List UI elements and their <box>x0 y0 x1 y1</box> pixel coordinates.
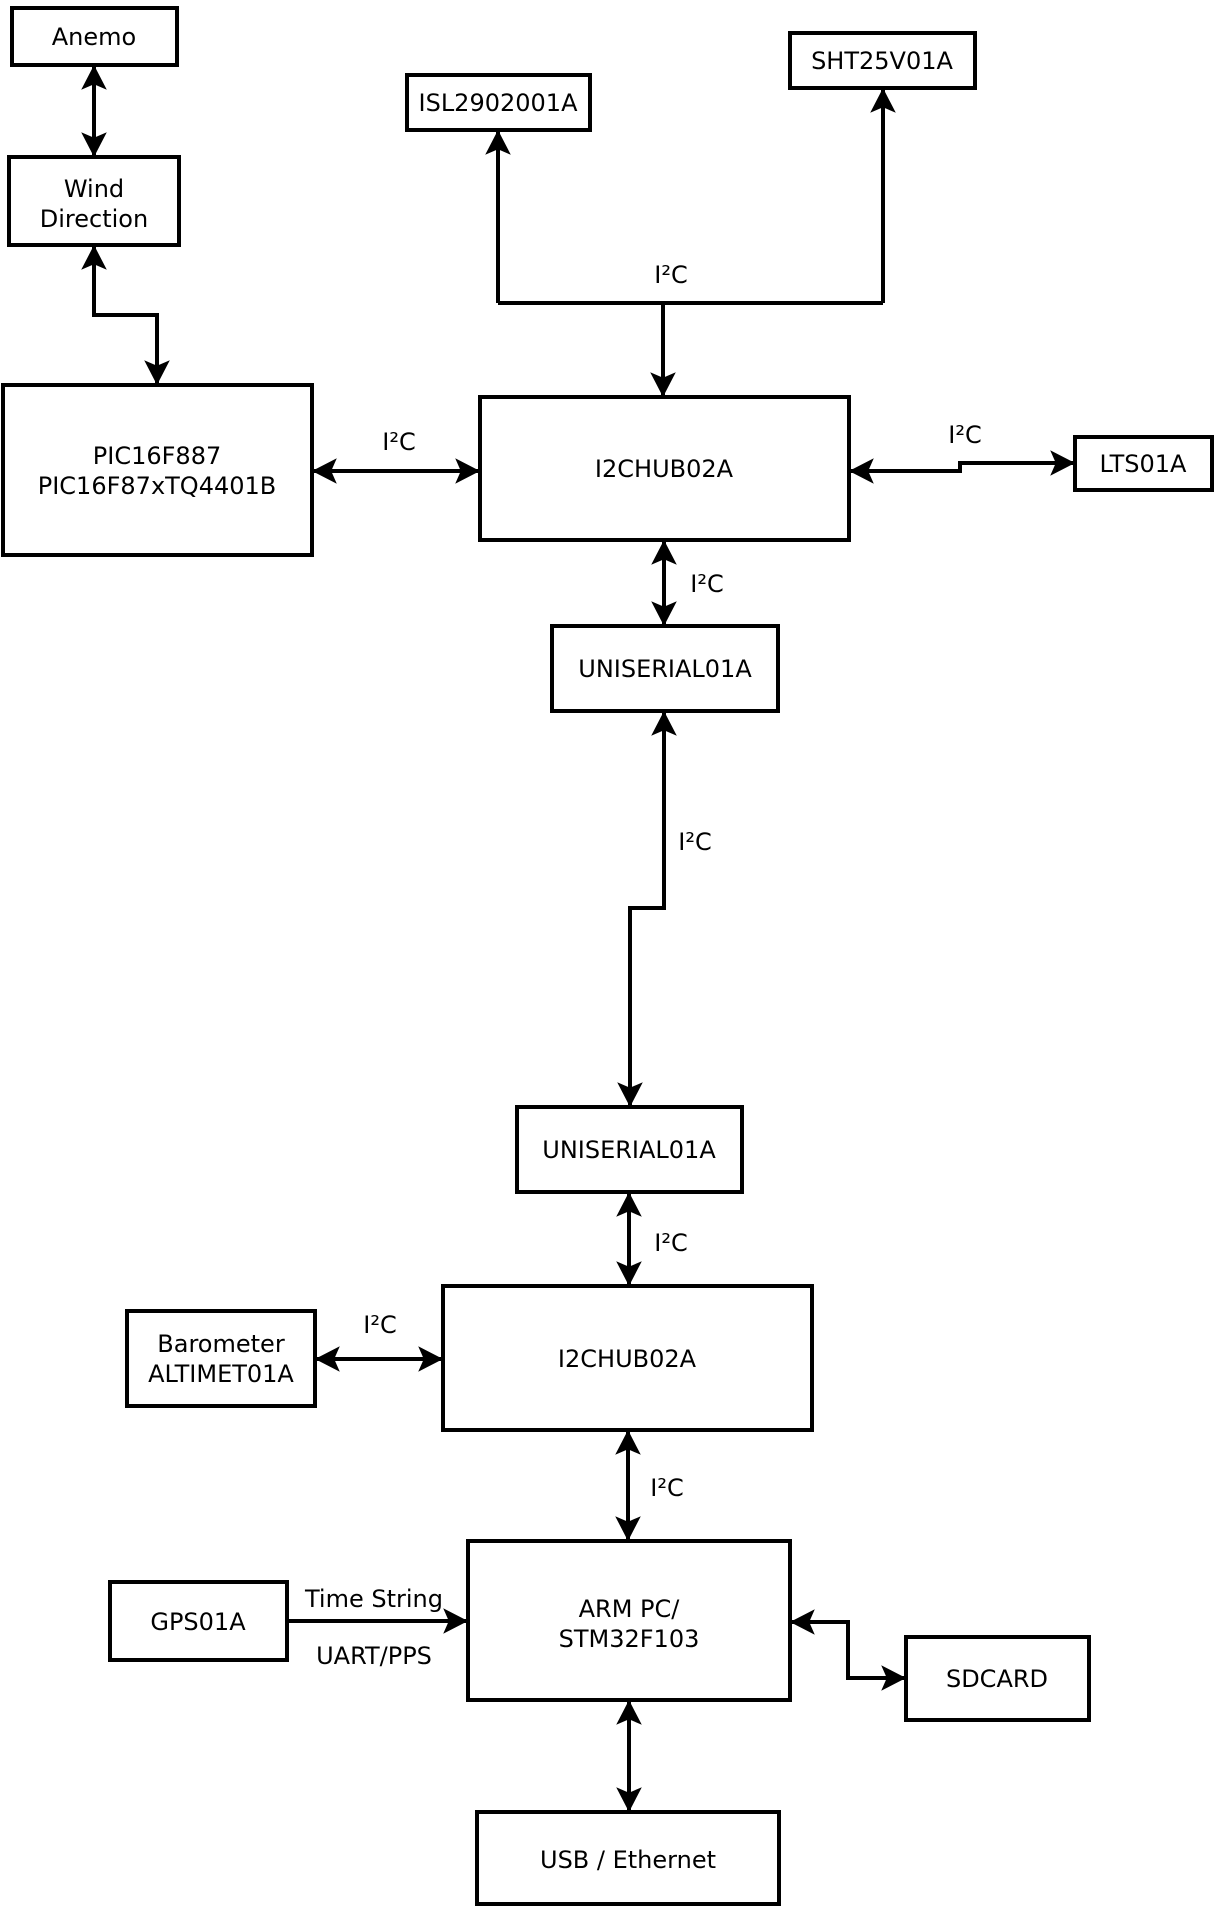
node-wind-direction-label-line1: Wind <box>64 175 124 203</box>
node-sdcard-label: SDCARD <box>946 1665 1048 1693</box>
node-usb-ethernet-box <box>475 1810 781 1906</box>
label-pic-hub-i2c: I²C <box>382 428 415 456</box>
label-barometer-hub2-i2c: I²C <box>363 1311 396 1339</box>
label-hub-lts-i2c: I²C <box>948 421 981 449</box>
node-anemo-label: Anemo <box>52 23 136 51</box>
label-uniserial-hub2-i2c: I²C <box>654 1229 687 1257</box>
edge-arm-sdcard <box>790 1609 906 1691</box>
node-i2chub02a-bottom: I2CHUB02A <box>441 1284 814 1432</box>
node-gps01a: GPS01A <box>108 1580 289 1662</box>
node-uniserial01a-top-box <box>550 624 780 713</box>
node-pic16f887: PIC16F887 PIC16F87xTQ4401B <box>1 383 314 557</box>
node-uniserial01a-bottom-box <box>515 1105 744 1194</box>
node-pic16f887-label-line2: PIC16F87xTQ4401B <box>38 472 277 500</box>
node-pic16f887-label-line1: PIC16F887 <box>93 442 221 470</box>
node-wind-direction: Wind Direction <box>7 155 181 247</box>
node-arm-pc-label-line1: ARM PC/ <box>579 1595 681 1623</box>
node-uniserial01a-bottom-label: UNISERIAL01A <box>542 1136 716 1164</box>
label-top-bus-i2c: I²C <box>654 261 687 289</box>
node-sdcard-box <box>904 1635 1091 1722</box>
node-i2chub02a-bottom-label: I2CHUB02A <box>558 1345 697 1373</box>
node-gps01a-label: GPS01A <box>150 1608 246 1636</box>
node-isl2902001a-label: ISL2902001A <box>419 89 579 117</box>
node-anemo: Anemo <box>10 6 179 67</box>
label-gps-uart-pps: UART/PPS <box>316 1642 432 1670</box>
label-hub2-arm-i2c: I²C <box>650 1474 683 1502</box>
node-barometer-altimet01a: Barometer ALTIMET01A <box>125 1309 317 1408</box>
node-uniserial01a-bottom: UNISERIAL01A <box>515 1105 744 1194</box>
node-gps01a-box <box>108 1580 289 1662</box>
edge-uniserial-top-uniserial-bottom <box>617 711 677 1107</box>
node-isl2902001a-box <box>405 73 592 132</box>
node-uniserial01a-top-label: UNISERIAL01A <box>578 655 752 683</box>
label-gps-time-string: Time String <box>304 1585 443 1613</box>
node-uniserial01a-top: UNISERIAL01A <box>550 624 780 713</box>
node-isl2902001a: ISL2902001A <box>405 73 592 132</box>
node-sdcard: SDCARD <box>904 1635 1091 1722</box>
edge-i2chub-top-lts <box>849 450 1075 484</box>
node-i2chub02a-top-box <box>478 395 851 542</box>
node-wind-direction-box <box>7 155 181 247</box>
node-lts01a-box <box>1073 435 1214 492</box>
node-sht25v01a-box <box>788 31 977 90</box>
label-hub-uniserial-i2c: I²C <box>690 570 723 598</box>
node-sht25v01a: SHT25V01A <box>788 31 977 90</box>
node-lts01a: LTS01A <box>1073 435 1214 492</box>
node-usb-ethernet-label: USB / Ethernet <box>540 1846 716 1874</box>
node-lts01a-label: LTS01A <box>1100 450 1188 478</box>
label-uniserial-link-i2c: I²C <box>678 828 711 856</box>
node-i2chub02a-top-label: I2CHUB02A <box>595 455 734 483</box>
edge-winddirection-pic <box>81 245 170 385</box>
node-arm-pc-box <box>466 1539 792 1702</box>
node-arm-pc-label-line2: STM32F103 <box>559 1625 700 1653</box>
node-usb-ethernet: USB / Ethernet <box>475 1810 781 1906</box>
node-barometer-label-line1: Barometer <box>157 1330 285 1358</box>
node-i2chub02a-bottom-box <box>441 1284 814 1432</box>
node-anemo-box <box>10 6 179 67</box>
node-pic16f887-box <box>1 383 314 557</box>
node-barometer-box <box>125 1309 317 1408</box>
node-wind-direction-label-line2: Direction <box>40 205 148 233</box>
node-i2chub02a-top: I2CHUB02A <box>478 395 851 542</box>
node-barometer-label-line2: ALTIMET01A <box>148 1360 294 1388</box>
node-arm-pc-stm32f103: ARM PC/ STM32F103 <box>466 1539 792 1702</box>
node-sht25v01a-label: SHT25V01A <box>811 47 953 75</box>
